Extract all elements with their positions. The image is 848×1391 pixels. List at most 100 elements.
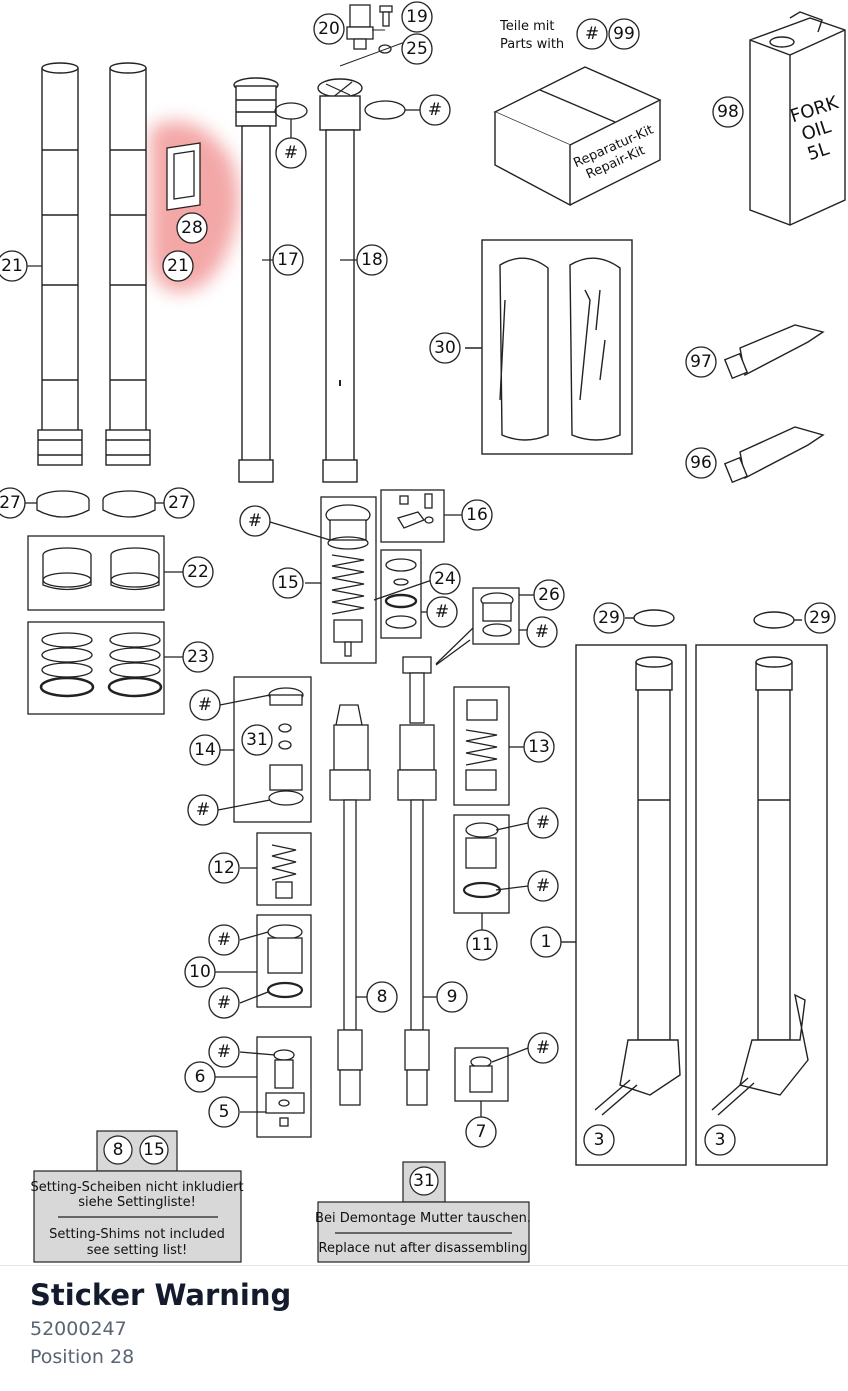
- top-note-line1: Teile mit: [499, 19, 554, 34]
- callout-hash: #: [536, 813, 550, 833]
- callout-10: 10: [189, 962, 211, 982]
- callout-18: 18: [361, 250, 383, 270]
- tool-16: [380, 489, 463, 543]
- top-note: Teile mit Parts with: [499, 19, 564, 52]
- callout-12: 12: [213, 858, 235, 878]
- valve-11: [453, 814, 529, 930]
- callout-9: 9: [447, 987, 458, 1007]
- piston-rod-8: [329, 704, 371, 1106]
- callout-27: 27: [168, 493, 190, 513]
- spring-12: [240, 832, 312, 906]
- callout-21: 21: [1, 256, 23, 276]
- callout-hash: #: [435, 602, 449, 622]
- bushing-clips-27: [24, 490, 166, 518]
- callout-hash: #: [198, 695, 212, 715]
- callout-29: 29: [598, 608, 620, 628]
- outer-tube-left: [37, 62, 83, 466]
- callout-24: 24: [434, 569, 456, 589]
- top-note-line2: Parts with: [500, 37, 564, 52]
- valve-6-5: [214, 1036, 312, 1138]
- setting-note-de-2: siehe Settingliste!: [78, 1195, 196, 1210]
- nut-note-en: Replace nut after disassembling: [319, 1241, 528, 1256]
- grease-tube-96: [723, 426, 825, 484]
- grease-tube-97: [723, 324, 825, 380]
- callout-hash: #: [196, 800, 210, 820]
- nut-note-de: Bei Demontage Mutter tauschen.: [315, 1211, 531, 1226]
- setting-tag-8: 8: [113, 1140, 124, 1160]
- callout-hash: #: [248, 511, 262, 531]
- callout-hash: #: [536, 1038, 550, 1058]
- callout-25: 25: [406, 39, 428, 59]
- callout-26: 26: [538, 585, 560, 605]
- callout-5: 5: [219, 1102, 230, 1122]
- callout-11: 11: [471, 935, 493, 955]
- callout-hash: #: [535, 622, 549, 642]
- callout-19: 19: [406, 7, 428, 27]
- callout-23: 23: [187, 647, 209, 667]
- top-note-hash: #: [585, 24, 599, 44]
- outer-tube-right: [105, 62, 151, 466]
- part-position: Position 28: [30, 1346, 135, 1368]
- callout-hash: #: [428, 100, 442, 120]
- nut-tag-31: 31: [413, 1171, 435, 1191]
- callout-20: 20: [318, 19, 340, 39]
- fork-leg-right: [695, 611, 828, 1166]
- assembly-13: [453, 686, 524, 806]
- repair-kit-box: Reparatur-Kit Repair-Kit: [493, 66, 662, 207]
- setting-note-en-1: Setting-Shims not included: [49, 1227, 225, 1242]
- callout-hash: #: [284, 143, 298, 163]
- callout-99: 99: [613, 24, 635, 44]
- callout-6: 6: [195, 1067, 206, 1087]
- cartridge-17: [233, 77, 279, 483]
- callout-hash: #: [217, 993, 231, 1013]
- callout-98: 98: [717, 102, 739, 122]
- part-title: Sticker Warning: [30, 1278, 292, 1312]
- callout-17: 17: [277, 250, 299, 270]
- callout-21-highlighted: 21: [167, 256, 189, 276]
- callout-14: 14: [194, 740, 216, 760]
- callout-97: 97: [690, 352, 712, 372]
- callout-16: 16: [466, 505, 488, 525]
- callout-22: 22: [187, 562, 209, 582]
- callout-27: 27: [0, 493, 21, 513]
- callout-15: 15: [277, 573, 299, 593]
- callout-30: 30: [434, 338, 456, 358]
- callout-hash: #: [217, 1042, 231, 1062]
- spring-assembly-15: [269, 496, 377, 664]
- seal-set-23: [27, 621, 184, 715]
- seals-24: [373, 549, 433, 639]
- valve-26: [435, 587, 534, 665]
- setting-note-en-2: see setting list!: [87, 1243, 187, 1258]
- callout-31: 31: [246, 730, 268, 750]
- callout-3: 3: [715, 1130, 726, 1150]
- callout-hash: #: [536, 876, 550, 896]
- sticker-warning-part: [166, 142, 201, 211]
- part-number: 52000247: [30, 1318, 127, 1340]
- cartridge-18: [317, 78, 363, 483]
- setting-note-de-1: Setting-Scheiben nicht inkludiert: [30, 1180, 243, 1195]
- callout-1: 1: [541, 932, 552, 952]
- setting-shims-note: 8 15 Setting-Scheiben nicht inkludiert s…: [30, 1130, 244, 1263]
- piston-rod-9: [397, 639, 471, 1106]
- fork-leg-left: [560, 609, 687, 1166]
- callout-8: 8: [377, 987, 388, 1007]
- bushing-set-22: [27, 535, 184, 611]
- callout-29: 29: [809, 608, 831, 628]
- callout-96: 96: [690, 453, 712, 473]
- valve-10: [214, 914, 312, 1008]
- setting-tag-15: 15: [143, 1140, 165, 1160]
- callout-3: 3: [594, 1130, 605, 1150]
- valve-7: [454, 1047, 529, 1117]
- part-info-panel: Sticker Warning 52000247 Position 28: [0, 1265, 848, 1391]
- cap-screws: [346, 4, 393, 50]
- callout-7: 7: [476, 1122, 487, 1142]
- callout-hash: #: [217, 930, 231, 950]
- callout-28-highlighted: 28: [181, 218, 203, 238]
- exploded-parts-diagram: Teile mit Parts with Reparatur-Kit Repai…: [0, 1, 846, 1263]
- replace-nut-note: 31 Bei Demontage Mutter tauschen. Replac…: [315, 1161, 531, 1263]
- callout-13: 13: [528, 737, 550, 757]
- callouts: [0, 1, 836, 1156]
- fork-oil-can: FORK OIL 5L: [749, 11, 846, 226]
- o-rings-top: [274, 44, 420, 140]
- fork-guards: [465, 239, 633, 455]
